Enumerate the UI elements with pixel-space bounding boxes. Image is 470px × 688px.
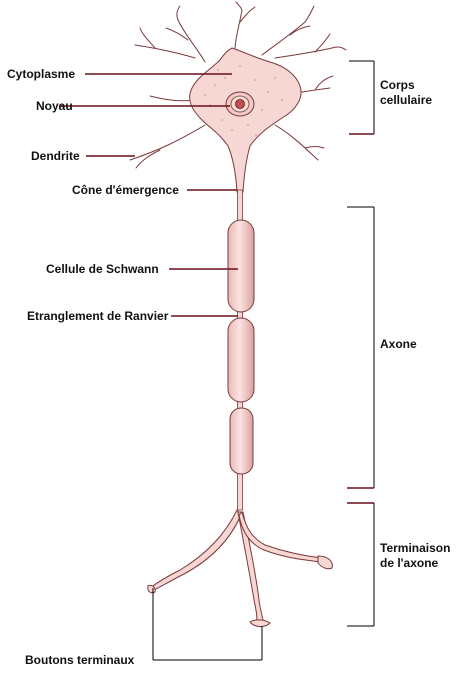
label-terminaison-line2: de l'axone bbox=[380, 556, 439, 570]
leader-lines bbox=[59, 73, 238, 317]
label-corps-line2: cellulaire bbox=[380, 93, 432, 107]
label-cytoplasme: Cytoplasme bbox=[7, 67, 75, 81]
dendrites bbox=[129, 1, 347, 169]
label-boutons: Boutons terminaux bbox=[25, 653, 135, 667]
label-corps-line1: Corps bbox=[380, 78, 415, 92]
boutons-bracket bbox=[152, 588, 263, 661]
label-noyau: Noyau bbox=[36, 99, 73, 113]
label-axone: Axone bbox=[380, 337, 417, 351]
cell-body bbox=[189, 47, 302, 193]
label-cone: Cône d'émergence bbox=[72, 183, 179, 197]
bracket-terminaison bbox=[347, 502, 375, 627]
label-terminaison-line1: Terminaison bbox=[380, 541, 450, 555]
bracket-corps bbox=[349, 60, 375, 135]
label-ranvier: Etranglement de Ranvier bbox=[27, 309, 169, 323]
schwann-cell-1 bbox=[227, 219, 255, 313]
schwann-cell-2 bbox=[227, 317, 255, 403]
label-dendrite: Dendrite bbox=[31, 149, 80, 163]
label-schwann: Cellule de Schwann bbox=[46, 262, 159, 276]
bracket-axone bbox=[347, 206, 375, 489]
nucleus bbox=[225, 91, 255, 117]
schwann-cell-3 bbox=[229, 407, 254, 475]
axon-terminals bbox=[147, 509, 333, 628]
